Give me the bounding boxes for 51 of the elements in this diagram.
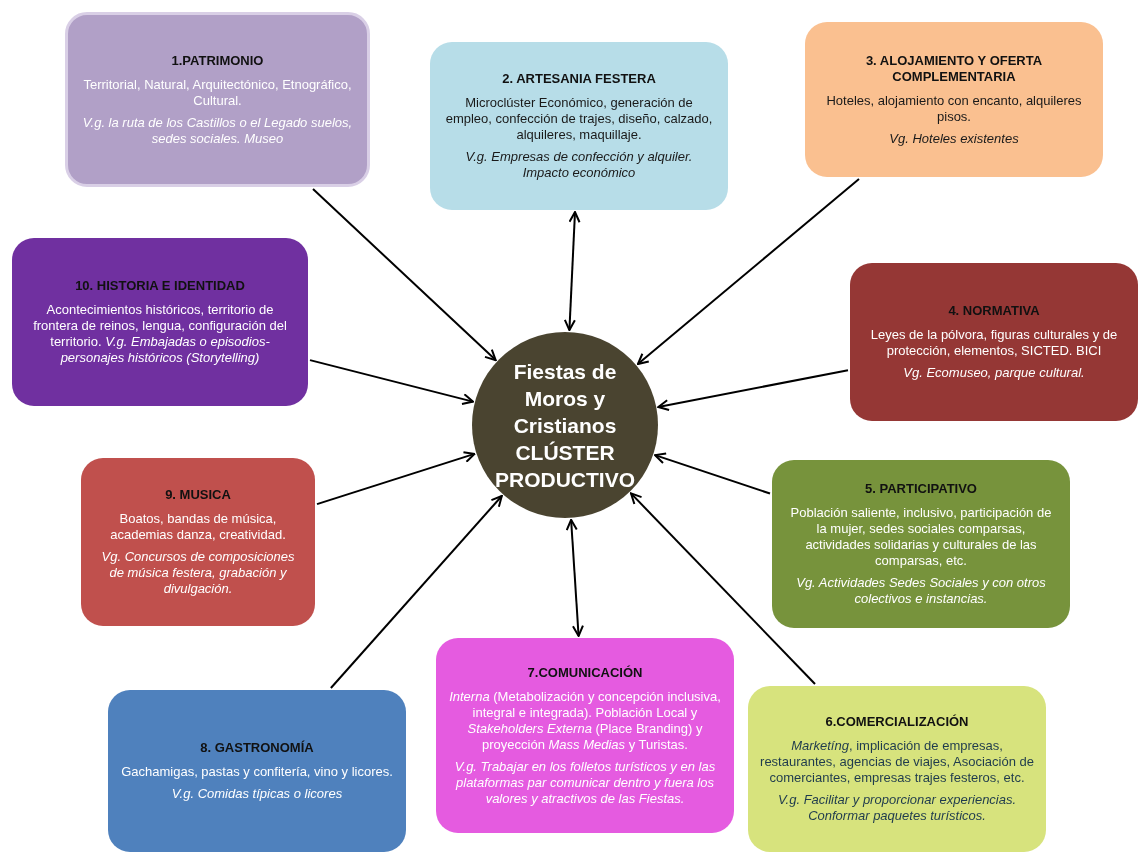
arrow <box>565 518 584 637</box>
example-text: V.g. Empresas de confección y alquiler. Impacto económico <box>464 149 694 181</box>
arrow <box>630 492 816 685</box>
box-description: Hoteles, alojamiento con encanto, alquileres pisos. <box>825 92 1083 125</box>
arrow <box>654 452 771 495</box>
box-heading: 6.COMERCIALIZACIÓN <box>825 714 969 730</box>
example-text: V.g. la ruta de los Castillos o el Legado suelos, sedes sociales. Museo <box>81 114 354 147</box>
box-description: Boatos, bandas de música, academias danza, creatividad. <box>109 511 287 543</box>
hub-title: CLÚSTER PRODUCTIVO <box>494 439 636 493</box>
arrow <box>657 369 849 411</box>
category-box <box>12 238 308 406</box>
category-box <box>81 458 315 626</box>
box-heading: 10. HISTORIA E IDENTIDAD <box>75 278 245 294</box>
example-text: Vg. Actividades Sedes Sociales y con otros colectivos e instancias. <box>795 575 1047 607</box>
arrow <box>636 178 860 365</box>
box-heading: 9. MUSICA <box>165 487 231 503</box>
box-heading: 3. ALOJAMIENTO Y OFERTA COMPLEMENTARIA <box>864 52 1044 85</box>
box-heading: 1.PATRIMONIO <box>171 52 264 69</box>
box-description: Población saliente, inclusivo, participación de la mujer, sedes sociales comparsas, actividades solidarias y culturales de las comparsas, etc. <box>789 505 1053 569</box>
example-text: Vg. Concursos de composiciones de música festera, grabación y divulgación. <box>100 549 296 597</box>
arrow <box>329 495 503 689</box>
category-box <box>436 638 734 833</box>
category-box <box>65 12 370 187</box>
category-box <box>805 22 1103 177</box>
category-box <box>772 460 1070 628</box>
arrow <box>312 188 497 362</box>
hub-title: Fiestas de Moros y Cristianos <box>512 358 618 439</box>
category-box <box>748 686 1046 852</box>
box-heading: 4. NORMATIVA <box>948 303 1040 319</box>
arrow <box>563 211 581 332</box>
box-description: Microclúster Económico, generación de empleo, confección de trajes, diseño, calzado, alquileres, maquillaje. <box>444 95 714 143</box>
box-description: Acontecimientos históricos, territorio de frontera de reinos, lengua, configuración del territorio. V.g. Embajadas o episodios-personajes históricos (Storytelling) <box>32 302 288 366</box>
box-description: Marketíng, implicación de empresas, restaurantes, agencias de viajes, Asociación de comerciantes, empresas trajes festeros, etc. <box>760 738 1034 786</box>
example-text: Vg. Ecomuseo, parque cultural. <box>903 365 1085 381</box>
example-text: Vg. Hoteles existentes <box>889 130 1019 147</box>
box-heading: 7.COMUNICACIÓN <box>527 664 643 681</box>
category-box <box>108 690 406 852</box>
arrow <box>309 359 474 405</box>
box-description: Territorial, Natural, Arquitectónico, Etnográfico, Cultural. <box>82 76 353 109</box>
box-description: Gachamigas, pastas y confitería, vino y licores. <box>121 764 393 780</box>
box-heading: 8. GASTRONOMÍA <box>200 740 314 756</box>
category-box <box>850 263 1138 421</box>
box-heading: 2. ARTESANIA FESTERA <box>502 71 656 87</box>
example-text: V.g. Comidas típicas o licores <box>171 786 343 802</box>
arrow <box>316 451 476 506</box>
box-description: Leyes de la pólvora, figuras culturales y de protección, elementos, SICTED. BICI <box>869 327 1119 359</box>
box-heading: 5. PARTICIPATIVO <box>865 481 977 497</box>
example-text: V.g. Trabajar en los folletos turísticos y en las plataformas par comunicar dentro y fuera los valores y atractivos de las Fiestas. <box>453 758 717 807</box>
example-text: V.g. Facilitar y proporcionar experiencias. Conformar paquetes turísticos. <box>776 792 1018 824</box>
box-description: Interna (Metabolización y concepción inclusiva, integral e integrada). Población Local y Stakeholders Externa (Place Branding) y proyección Mass Medias y Turistas. <box>448 688 722 753</box>
category-box <box>430 42 728 210</box>
